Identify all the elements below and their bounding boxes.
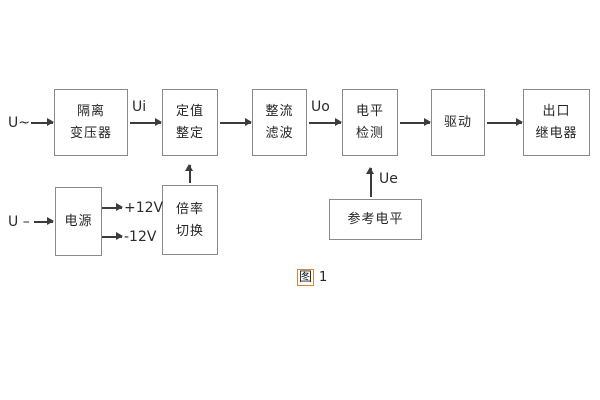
block-label: 隔离 bbox=[76, 104, 105, 119]
arrow-neg12v-icon bbox=[102, 233, 123, 240]
block-label: 变压器 bbox=[69, 126, 112, 141]
block-label: 电源 bbox=[64, 214, 93, 229]
signal-label-ue: Ue bbox=[379, 171, 398, 187]
block-label: 定值 bbox=[175, 104, 204, 119]
block-output-relay: 出口 继电器 bbox=[523, 89, 590, 156]
block-label: 滤波 bbox=[265, 126, 294, 141]
block-label: 倍率 bbox=[175, 201, 204, 217]
block-label: 驱动 bbox=[443, 115, 472, 130]
block-power-supply: 电源 bbox=[55, 187, 102, 256]
arrow-driver-to-relay-icon bbox=[487, 119, 523, 126]
block-rectifier-filter: 整流 滤波 bbox=[252, 89, 307, 156]
block-label: 出口 bbox=[542, 104, 571, 119]
power-label-pos12v: +12V bbox=[124, 200, 164, 216]
block-label: 电平 bbox=[355, 104, 384, 119]
block-reference-level: 参考电平 bbox=[329, 199, 422, 240]
block-ratio-switch: 倍率 切换 bbox=[162, 185, 218, 255]
figure-caption-number: 1 bbox=[319, 270, 328, 285]
arrow-reference-to-level-icon bbox=[367, 167, 374, 197]
block-driver: 驱动 bbox=[431, 89, 485, 156]
arrow-rectifier-to-level-icon bbox=[309, 119, 342, 126]
block-isolation-transformer: 隔离 变压器 bbox=[54, 89, 128, 156]
arrow-ac-input-icon bbox=[31, 119, 54, 126]
arrow-dc-input-icon bbox=[34, 218, 54, 225]
arrow-setting-to-rectifier-icon bbox=[220, 119, 252, 126]
input-label-dc: U – bbox=[8, 214, 30, 230]
arrow-ratio-to-setting-icon bbox=[186, 164, 193, 183]
block-setting-adjust: 定值 整定 bbox=[162, 89, 218, 156]
block-label: 参考电平 bbox=[347, 212, 404, 227]
signal-label-uo: Uo bbox=[311, 99, 330, 115]
figure-caption-char: 图 bbox=[297, 269, 315, 286]
block-label: 整定 bbox=[175, 126, 204, 141]
block-label: 检测 bbox=[355, 126, 384, 141]
arrow-transformer-to-setting-icon bbox=[130, 119, 162, 126]
block-level-detect: 电平 检测 bbox=[342, 89, 398, 156]
block-label: 切换 bbox=[175, 223, 204, 239]
arrow-pos12v-icon bbox=[102, 204, 123, 211]
block-label: 继电器 bbox=[535, 126, 578, 141]
arrow-level-to-driver-icon bbox=[400, 119, 431, 126]
power-label-neg12v: -12V bbox=[124, 229, 157, 245]
block-label: 整流 bbox=[265, 104, 294, 119]
signal-label-ui: Ui bbox=[132, 99, 147, 115]
input-label-ac: U~ bbox=[8, 115, 30, 131]
